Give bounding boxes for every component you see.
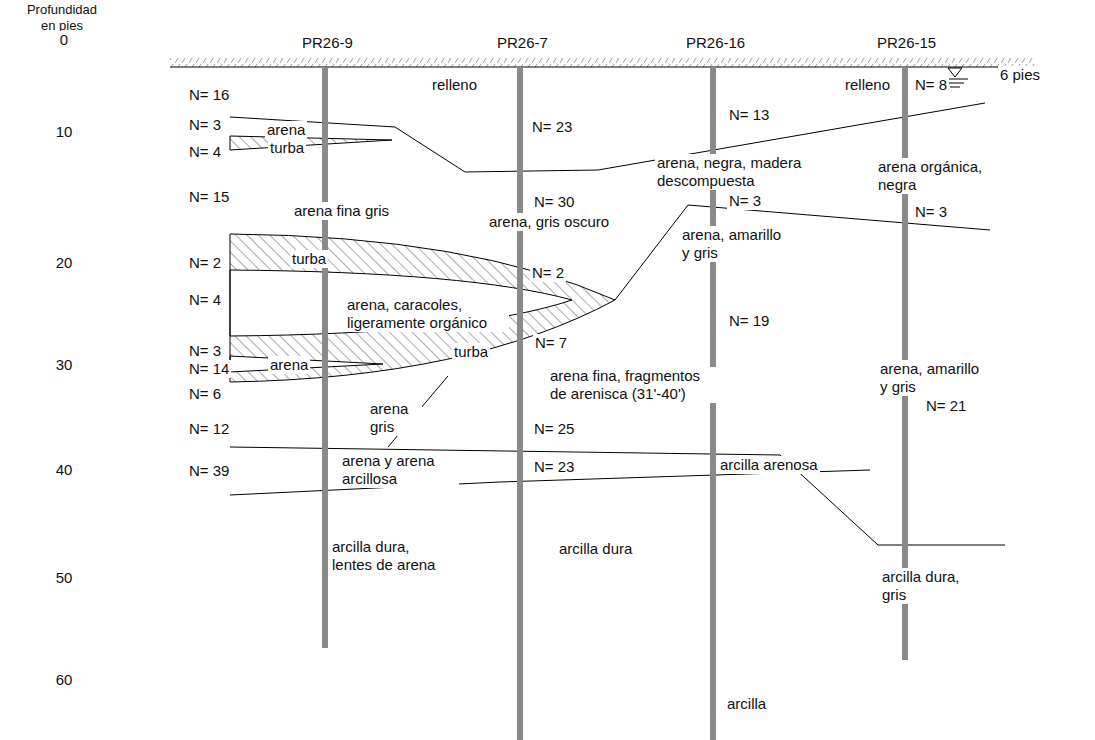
depth-number: 40 (50, 461, 78, 479)
n-value: N= 15 (187, 188, 231, 206)
n-value: N= 3 (187, 342, 223, 360)
n-value: N= 2 (187, 254, 223, 272)
n-value: N= 3 (913, 203, 949, 221)
soil-label: turba (290, 250, 328, 268)
n-value: N= 19 (727, 312, 771, 330)
soil-label: relleno (430, 76, 479, 94)
n-value: N= 39 (187, 462, 231, 480)
depth-number: 60 (50, 671, 78, 689)
soil-label: arena, caracoles, ligeramente orgánico (345, 296, 509, 332)
soil-label: turba (452, 343, 490, 361)
n-value: N= 4 (187, 291, 223, 309)
peat-lens (230, 136, 392, 150)
soil-label: arena (268, 356, 310, 374)
n-value: N= 3 (187, 116, 223, 134)
soil-label: arena gris (368, 400, 422, 436)
soil-label: arena, amarillo y gris (680, 226, 786, 262)
water-depth: 6 pies (998, 66, 1042, 84)
soil-label: relleno (843, 76, 892, 94)
n-value: N= 2 (530, 264, 566, 282)
n-value: N= 13 (727, 106, 771, 124)
depth-number: 30 (50, 356, 78, 374)
n-value: N= 8 (913, 76, 949, 94)
water-table-symbol (950, 87, 960, 88)
n-value: N= 7 (533, 334, 569, 352)
soil-label: arcilla (725, 695, 768, 713)
soil-label: turba (268, 139, 306, 157)
n-value: N= 16 (187, 86, 231, 104)
soil-label: arcilla dura, gris (880, 568, 979, 604)
depth-number: 0 (50, 31, 78, 49)
borehole-name: PR26-16 (684, 34, 747, 52)
soil-label: arena, amarillo y gris (878, 360, 986, 396)
soil-label: arcilla dura (557, 540, 634, 558)
soil-label: arena y arena arcillosa (340, 452, 459, 488)
n-value: N= 23 (532, 458, 576, 476)
soil-label: arena fina gris (292, 202, 391, 220)
borehole (517, 67, 523, 740)
n-value: N= 14 (187, 360, 231, 378)
n-value: N= 12 (187, 420, 231, 438)
soil-label: arcilla dura, lentes de arena (330, 538, 439, 574)
soil-label: arena, gris oscuro (487, 213, 611, 231)
water-table-symbol (948, 68, 962, 77)
peat-layer (230, 234, 615, 382)
borehole (322, 67, 328, 648)
n-value: N= 6 (187, 385, 223, 403)
layer-boundary (230, 447, 1005, 545)
layer-boundary (230, 103, 985, 172)
depth-number: 10 (50, 123, 78, 141)
borehole-name: PR26-9 (300, 34, 355, 52)
soil-label: arena fina, fragmentos de arenisca (31'-… (548, 367, 717, 403)
n-value: N= 21 (924, 397, 968, 415)
n-value: N= 4 (187, 143, 223, 161)
ground-hatch (170, 58, 1035, 67)
borehole-name: PR26-15 (875, 34, 938, 52)
n-value: N= 3 (727, 192, 763, 210)
n-value: N= 25 (532, 420, 576, 438)
soil-label: arcilla arenosa (718, 456, 820, 474)
soil-label: arena, negra, madera descompuesta (655, 154, 809, 190)
n-value: N= 23 (530, 118, 574, 136)
soil-label: arena orgánica, negra (876, 158, 1000, 194)
axis-title: Profundidad en pies (18, 2, 106, 34)
n-value: N= 30 (532, 193, 576, 211)
depth-number: 20 (50, 254, 78, 272)
depth-number: 50 (50, 569, 78, 587)
soil-label: arena (265, 121, 307, 139)
borehole-name: PR26-7 (495, 34, 550, 52)
